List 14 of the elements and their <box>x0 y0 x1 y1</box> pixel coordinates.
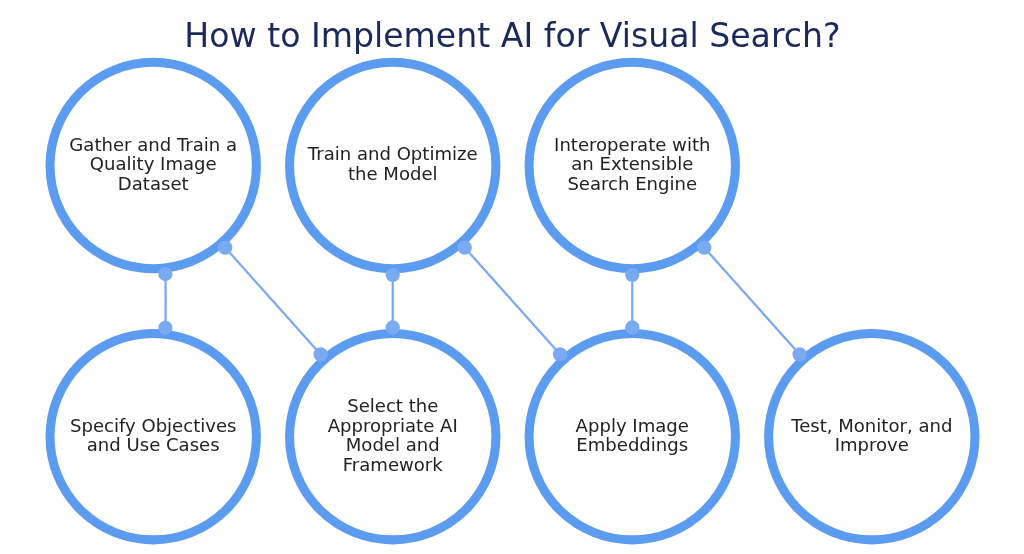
node-circle: Interoperate with an Extensible Search Engine <box>524 57 740 274</box>
connector <box>624 267 639 335</box>
node-circle: Apply Image Embeddings <box>524 328 740 545</box>
connector <box>696 240 807 362</box>
node-circle: Select the Appropriate AI Model and Framework <box>284 328 500 545</box>
node-circle: Gather and Train a Quality Image Dataset <box>45 57 261 274</box>
connector <box>385 267 400 335</box>
connector <box>457 240 567 362</box>
node-circle: Specify Objectives and Use Cases <box>45 328 261 545</box>
connector <box>157 266 173 335</box>
diagram-title: How to Implement AI for Visual Search? <box>183 15 841 55</box>
node-circle: Train and Optimize the Model <box>284 57 500 274</box>
connector <box>217 240 328 362</box>
node-circle: Test, Monitor, and Improve <box>763 328 979 545</box>
